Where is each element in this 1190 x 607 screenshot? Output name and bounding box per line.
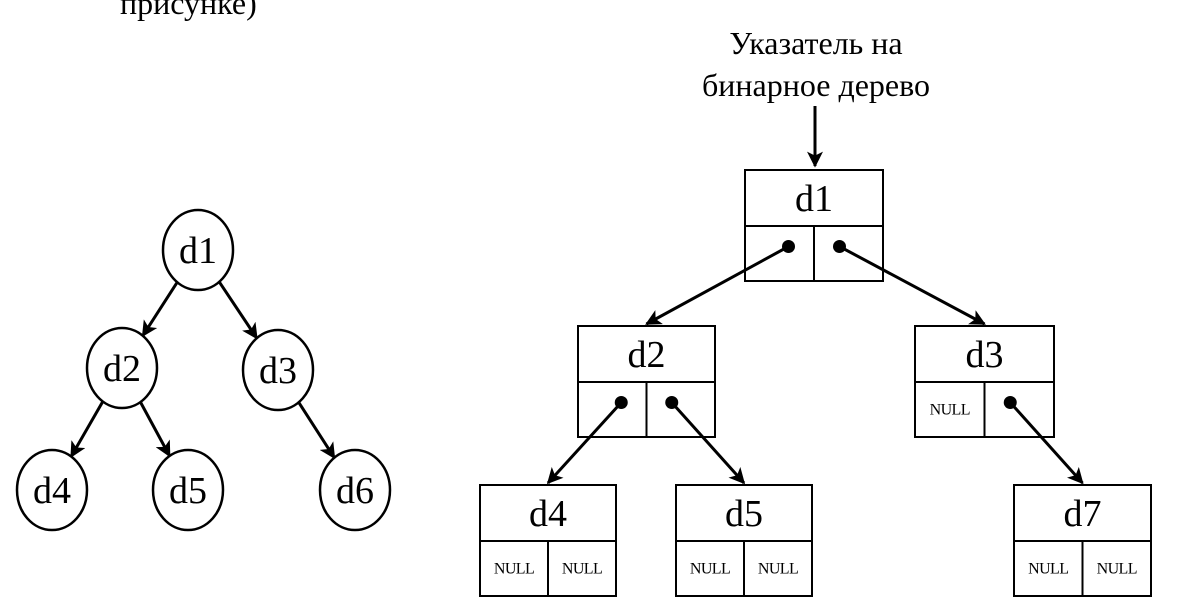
null-field-left: NULL bbox=[494, 561, 534, 578]
tree-node-d3 bbox=[241, 328, 315, 412]
null-field-right: NULL bbox=[758, 561, 798, 578]
node-data-label: d3 bbox=[966, 334, 1004, 376]
node-data-label: d7 bbox=[1064, 493, 1102, 535]
tree-node-label: d2 bbox=[103, 348, 141, 390]
list-node-d2: d2 bbox=[577, 325, 716, 438]
null-field-right: NULL bbox=[562, 561, 602, 578]
pointer-arrow-d2-d4 bbox=[546, 401, 623, 485]
null-field-left: NULL bbox=[690, 561, 730, 578]
tree-node-d6 bbox=[318, 448, 392, 532]
pointer-arrow-d1-d3 bbox=[838, 245, 986, 326]
node-data-label: d4 bbox=[529, 493, 567, 535]
tree-edge-d1-d2 bbox=[141, 281, 179, 338]
tree-edge-d2-d4 bbox=[69, 400, 105, 458]
tree-edge-d1-d3 bbox=[217, 280, 259, 340]
pointer-arrow-d1-d2 bbox=[645, 245, 790, 326]
general-tree: d1 d2 d3 d4 d5 d6 bbox=[15, 208, 392, 532]
pointer-arrow-d3-d7 bbox=[1009, 401, 1084, 485]
node-data-label: d5 bbox=[725, 493, 763, 535]
tree-edge-d3-d6 bbox=[297, 401, 336, 460]
list-node-d1: d1 bbox=[744, 169, 884, 282]
tree-node-d4 bbox=[15, 448, 89, 532]
null-field-left: NULL bbox=[930, 402, 970, 419]
null-field-left: NULL bbox=[1028, 561, 1068, 578]
tree-node-d1 bbox=[161, 208, 235, 292]
tree-node-label: d1 bbox=[179, 230, 217, 272]
pointer-label-line1: Указатель на bbox=[729, 25, 902, 61]
node-data-label: d1 bbox=[795, 178, 833, 220]
tree-node-d5 bbox=[151, 448, 225, 532]
pointer-arrow-d2-d5 bbox=[670, 401, 746, 485]
node-data-label: d2 bbox=[628, 334, 666, 376]
tree-node-label: d6 bbox=[336, 470, 374, 512]
tree-node-label: d3 bbox=[259, 350, 297, 392]
tree-node-label: d5 bbox=[169, 470, 207, 512]
top-partial-text: присунке) bbox=[120, 0, 257, 21]
pointer-label-line2: бинарное дерево bbox=[702, 67, 930, 103]
tree-edge-d2-d5 bbox=[139, 401, 171, 458]
tree-node-d2 bbox=[85, 326, 159, 410]
tree-node-label: d4 bbox=[33, 470, 71, 512]
null-field-right: NULL bbox=[1097, 561, 1137, 578]
